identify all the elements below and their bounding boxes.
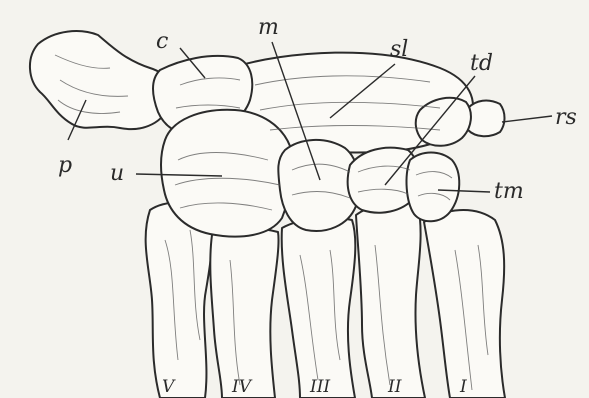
label-u: u — [110, 161, 124, 186]
metacarpal-i — [424, 210, 505, 398]
carpals — [30, 31, 505, 237]
metacarpal-iv — [210, 228, 278, 398]
label-td: td — [470, 51, 493, 76]
digit-label-v: V — [162, 377, 176, 397]
trapezium-bone — [407, 153, 460, 222]
label-c: c — [156, 29, 168, 54]
label-tm: tm — [494, 179, 524, 204]
unciform-bone — [161, 110, 292, 237]
metacarpal-ii — [356, 203, 425, 398]
label-m: m — [258, 15, 279, 40]
metacarpal-iii — [282, 218, 356, 398]
label-p: p — [58, 153, 72, 178]
digit-label-iii: III — [309, 377, 330, 397]
digit-label-i: I — [459, 377, 467, 397]
digit-label-iv: IV — [231, 377, 253, 397]
digit-label-ii: II — [387, 377, 402, 397]
label-rs: rs — [555, 105, 577, 130]
label-sl: sl — [390, 37, 408, 62]
leader-rs — [502, 116, 552, 122]
pisiform-bone — [30, 31, 171, 129]
